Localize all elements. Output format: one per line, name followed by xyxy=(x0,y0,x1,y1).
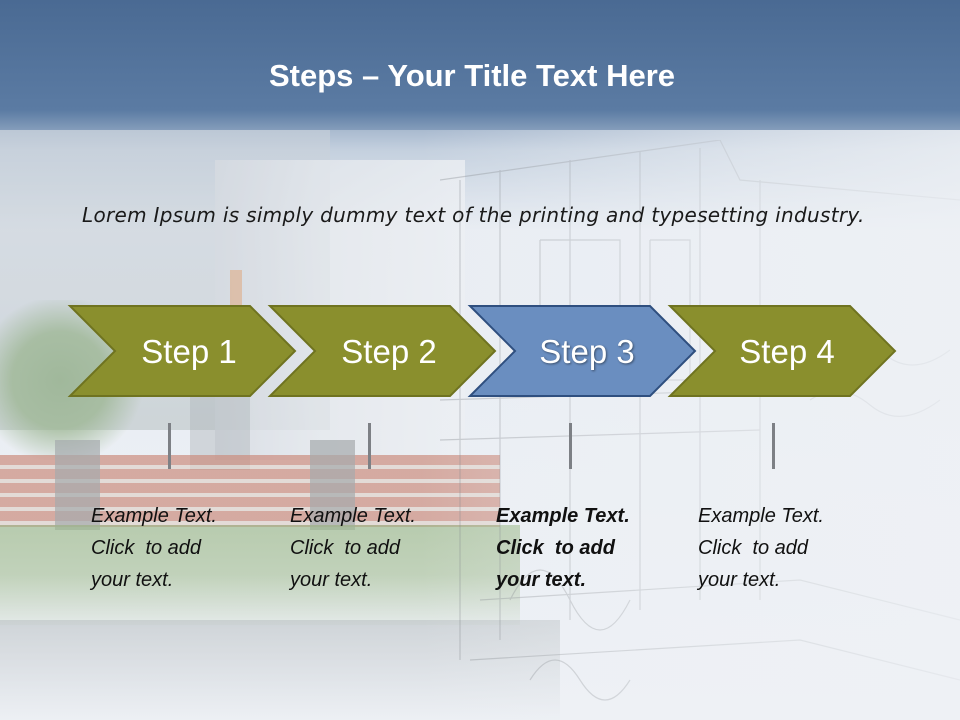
step-2-text[interactable]: Example Text. Click to add your text. xyxy=(290,505,416,591)
step-3-text[interactable]: Example Text. Click to add your text. xyxy=(496,505,630,591)
step-3-label[interactable]: Step 3 xyxy=(539,333,635,370)
step-3-arrow[interactable] xyxy=(467,305,697,397)
step-1-connector xyxy=(168,423,171,469)
slide-title: Steps – Your Title Text Here xyxy=(0,56,944,96)
step-1-arrow[interactable] xyxy=(67,305,297,397)
step-1-text[interactable]: Example Text. Click to add your text. xyxy=(91,505,217,591)
slide-title-rest: – Your Title Text Here xyxy=(353,58,676,93)
background-pillar xyxy=(310,440,355,530)
step-2-connector xyxy=(368,423,371,469)
background-fade xyxy=(420,130,960,720)
intro-text: Lorem Ipsum is simply dummy text of the … xyxy=(82,203,865,227)
step-2-arrow[interactable] xyxy=(267,305,497,397)
step-4-connector xyxy=(772,423,775,469)
step-4-arrow[interactable] xyxy=(667,305,897,397)
slide-title-bold: Steps xyxy=(268,58,354,93)
step-4-text[interactable]: Example Text. Click to add your text. xyxy=(698,505,824,591)
step-4-label[interactable]: Step 4 xyxy=(739,333,835,370)
background-pillar xyxy=(55,440,100,530)
step-2-label[interactable]: Step 2 xyxy=(341,333,437,370)
step-3-connector xyxy=(569,423,572,469)
step-1-label[interactable]: Step 1 xyxy=(141,333,237,370)
